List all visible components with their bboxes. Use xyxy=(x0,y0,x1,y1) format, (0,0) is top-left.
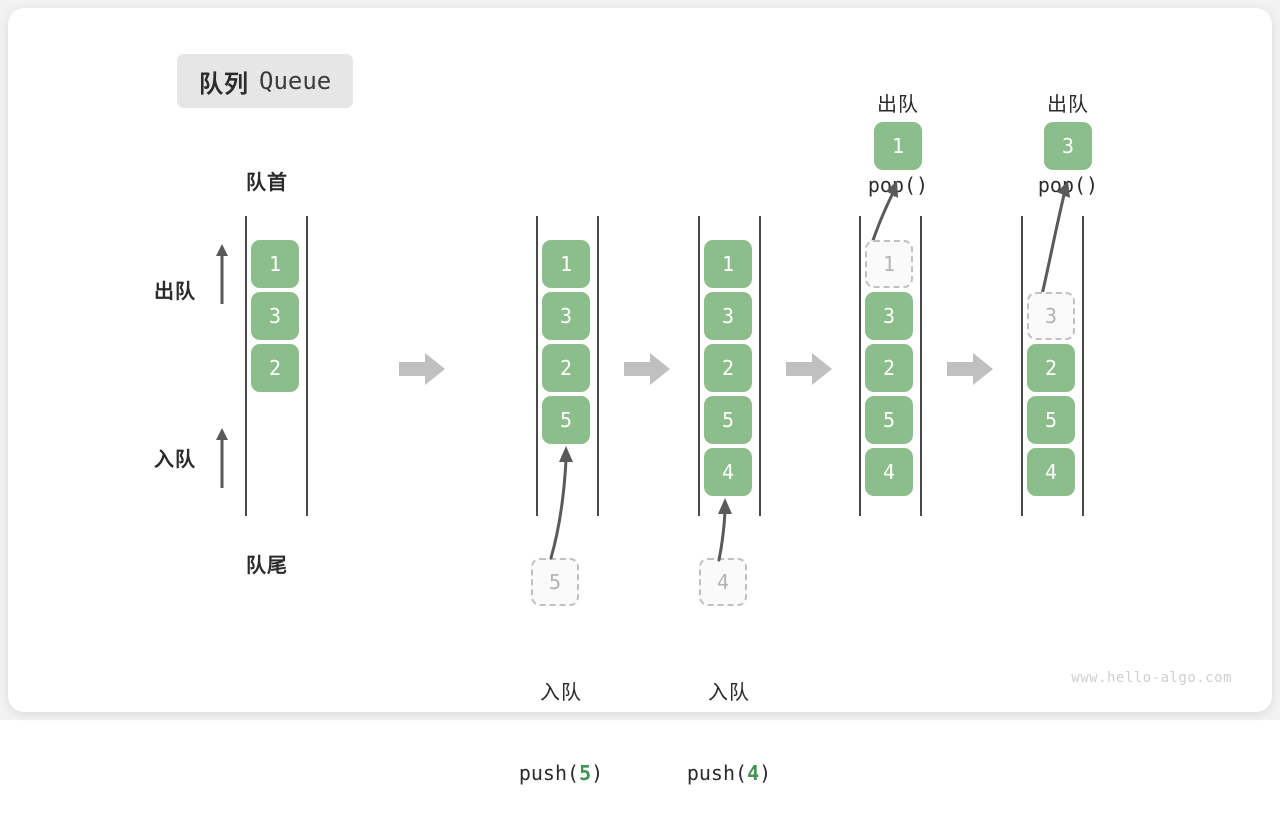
queue-element: 3 xyxy=(704,292,752,340)
push-motion-arrow-icon xyxy=(549,446,573,560)
popping-element-ghost: 3 xyxy=(1027,292,1075,340)
push-motion-arrow-icon xyxy=(717,498,732,562)
queue-element: 3 xyxy=(865,292,913,340)
queue-element: 2 xyxy=(251,344,299,392)
queue-element-new: 5 xyxy=(542,396,590,444)
queue-element: 2 xyxy=(704,344,752,392)
queue-element: 5 xyxy=(865,396,913,444)
queue-element: 2 xyxy=(865,344,913,392)
pop-3-caption-cn: 出队 xyxy=(1047,93,1089,116)
title-english: Queue xyxy=(259,67,332,95)
popped-element: 1 xyxy=(874,122,922,170)
dequeue-direction-label: 出队 xyxy=(154,281,196,303)
pop-1-caption-cn: 出队 xyxy=(877,93,919,116)
step-arrow-icon xyxy=(399,353,445,385)
push-4-caption: 入队 push(4) xyxy=(629,628,829,839)
push-4-caption-cn: 入队 xyxy=(708,681,750,704)
queue-rail-right xyxy=(759,216,761,516)
popping-element-ghost: 1 xyxy=(865,240,913,288)
step-arrow-icon xyxy=(786,353,832,385)
queue-head-label: 队首 xyxy=(246,172,288,194)
queue-element: 5 xyxy=(704,396,752,444)
queue-tail-label: 队尾 xyxy=(246,555,288,577)
queue-rail-right xyxy=(597,216,599,516)
queue-rail-left xyxy=(859,216,861,516)
push-5-caption-cn: 入队 xyxy=(540,681,582,704)
enqueue-direction-arrow-icon xyxy=(216,428,228,488)
queue-element: 2 xyxy=(1027,344,1075,392)
diagram-card: 队列 Queue 队首 队尾 出队 入队 1 3 2 xyxy=(8,8,1272,785)
pop-motion-arrow-icon xyxy=(1039,181,1070,301)
queue-element: 5 xyxy=(1027,396,1075,444)
queue-element-new: 4 xyxy=(704,448,752,496)
queue-element: 3 xyxy=(251,292,299,340)
diagram-canvas: 队列 Queue 队首 队尾 出队 入队 1 3 2 xyxy=(0,0,1280,785)
diagram-title-badge: 队列 Queue xyxy=(177,54,354,108)
title-chinese: 队列 xyxy=(199,70,249,98)
incoming-element-ghost: 4 xyxy=(699,558,747,606)
push-4-caption-code: push(4) xyxy=(686,761,772,786)
queue-element: 1 xyxy=(251,240,299,288)
queue-rail-right xyxy=(306,216,308,516)
queue-element: 4 xyxy=(1027,448,1075,496)
watermark: www.hello-algo.com xyxy=(1071,670,1232,686)
queue-rail-left xyxy=(698,216,700,516)
queue-rail-left xyxy=(1021,216,1023,516)
pop-1-caption-code: pop() xyxy=(867,173,929,198)
queue-rail-left xyxy=(245,216,247,516)
queue-rail-right xyxy=(920,216,922,516)
queue-element: 2 xyxy=(542,344,590,392)
queue-element: 1 xyxy=(542,240,590,288)
pop-1-caption: 出队 pop() xyxy=(813,40,983,251)
enqueue-direction-label: 入队 xyxy=(154,449,196,471)
queue-element: 3 xyxy=(542,292,590,340)
step-arrow-icon xyxy=(947,353,993,385)
popped-element: 3 xyxy=(1044,122,1092,170)
queue-element: 4 xyxy=(865,448,913,496)
incoming-element-ghost: 5 xyxy=(531,558,579,606)
queue-element: 1 xyxy=(704,240,752,288)
queue-rail-right xyxy=(1082,216,1084,516)
queue-rail-left xyxy=(536,216,538,516)
step-arrow-icon xyxy=(624,353,670,385)
dequeue-direction-arrow-icon xyxy=(216,244,228,304)
